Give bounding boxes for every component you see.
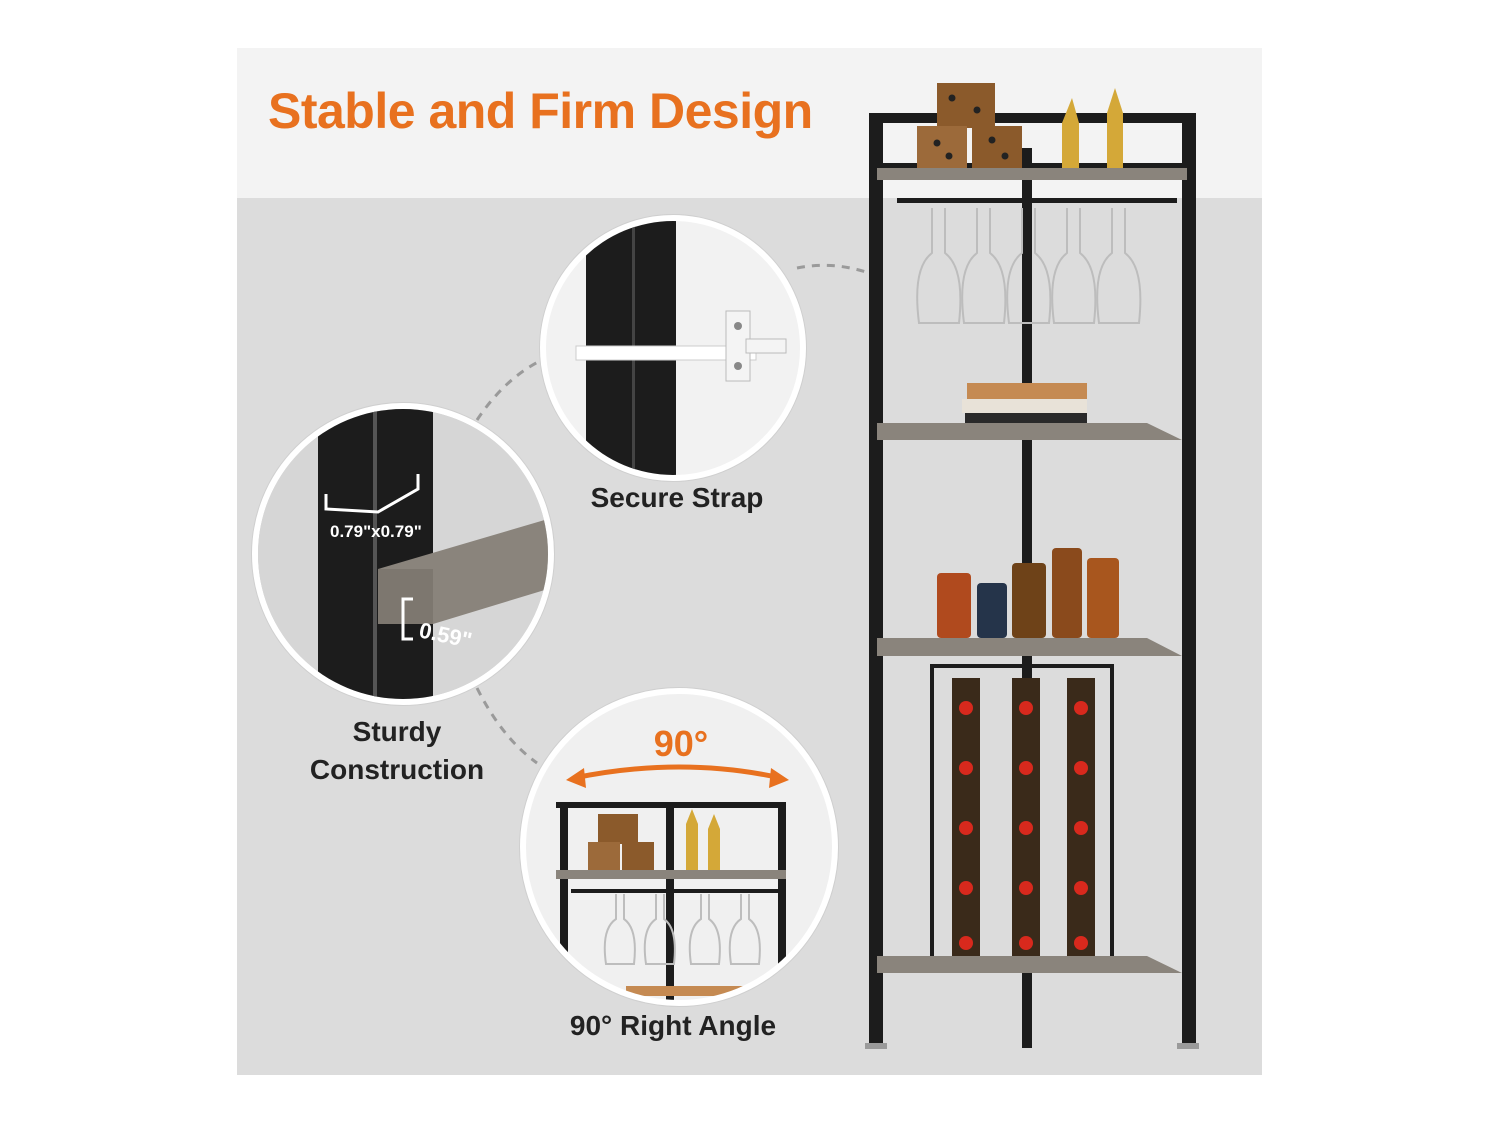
strap-detail-circle	[540, 215, 806, 481]
angle-detail-image: 90°	[556, 723, 789, 1000]
strap-caption: Secure Strap	[590, 482, 764, 513]
construction-detail-image: 0.79"x0.79" 0.59"	[258, 409, 548, 699]
angle-arrow	[573, 764, 782, 781]
construction-caption-line1: Sturdy	[352, 716, 442, 747]
connector-lines	[475, 263, 878, 765]
strap-detail-image	[575, 221, 787, 475]
tube-size-label: 0.79"x0.79"	[330, 522, 422, 541]
angle-caption: 90° Right Angle	[569, 1010, 777, 1041]
feature-panel: Stable and Firm Design	[237, 48, 1262, 1075]
angle-label: 90°	[654, 723, 708, 764]
construction-detail-circle: 0.79"x0.79" 0.59"	[252, 403, 554, 705]
construction-caption-line2: Construction	[309, 754, 485, 785]
corner-wine-rack-illustration	[865, 83, 1199, 1049]
headline: Stable and Firm Design	[268, 83, 813, 139]
angle-detail-circle: 90°	[520, 688, 838, 1006]
